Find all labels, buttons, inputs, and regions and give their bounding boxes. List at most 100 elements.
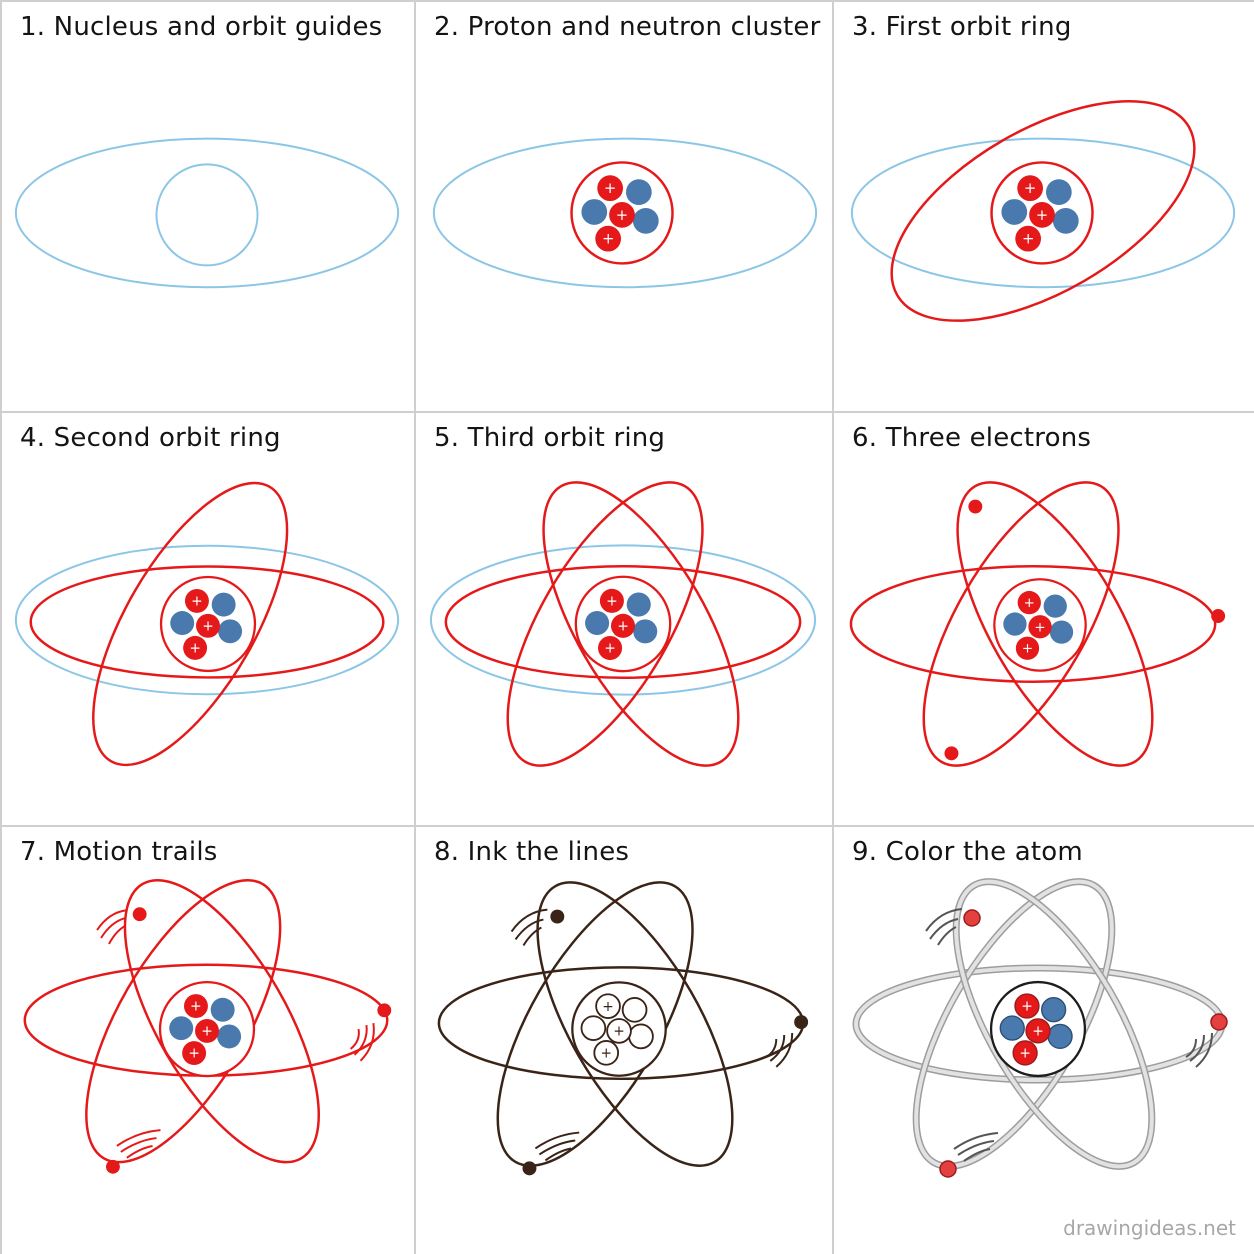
electron (939, 1160, 957, 1178)
proton (182, 1041, 207, 1066)
step-title: 7. Motion trails (20, 837, 218, 867)
neutron (1043, 594, 1067, 618)
orbit-guide (14, 544, 400, 696)
electron (105, 1159, 120, 1174)
motion-trail (96, 909, 127, 945)
proton (609, 202, 635, 228)
proton (1012, 1040, 1038, 1066)
neutron (217, 1024, 242, 1049)
proton-sign: + (1024, 596, 1035, 611)
proton-sign: + (604, 179, 616, 197)
proton-sign: + (617, 618, 629, 634)
orbit-ring-2 (444, 565, 802, 679)
proton (595, 993, 621, 1019)
nucleus: + + + (990, 161, 1094, 265)
step-panel-9: 9. Color the atom (834, 827, 1254, 1254)
nucleus: + + + (158, 980, 256, 1078)
proton (183, 994, 208, 1019)
neutron (580, 1015, 607, 1041)
neutron (632, 207, 659, 234)
step-6-drawing: + + + (849, 481, 1226, 767)
step-title: 9. Color the atom (852, 837, 1083, 867)
proton-sign: + (604, 641, 616, 657)
step-panel-3: 3. First orbit ring + + + (834, 0, 1254, 413)
nucleus: + + + (571, 981, 667, 1077)
proton-sign: + (1022, 230, 1034, 248)
neutron (169, 1016, 194, 1041)
orbit-ring-3 (956, 481, 1154, 767)
electron (550, 909, 565, 924)
proton-sign: + (1024, 179, 1036, 197)
proton (597, 175, 624, 202)
proton-sign: + (188, 1046, 200, 1062)
orbit-ring-1 (890, 100, 1196, 322)
neutron (1003, 612, 1027, 636)
neutron (628, 1023, 654, 1050)
neutron (581, 199, 608, 225)
orbit-ring-3 (536, 881, 734, 1167)
proton-sign: + (613, 1023, 625, 1039)
proton (195, 1018, 219, 1043)
proton (184, 588, 209, 613)
proton-sign: + (1021, 999, 1033, 1015)
step-panel-7: 7. Motion trails (0, 827, 416, 1254)
nucleus: + + + (570, 161, 674, 265)
proton-sign: + (1032, 1023, 1044, 1039)
neutron (211, 592, 236, 617)
neutron (1047, 1023, 1073, 1050)
proton (1017, 175, 1044, 202)
electron (968, 499, 983, 514)
electron (944, 746, 959, 761)
neutron (585, 611, 610, 636)
proton (1014, 993, 1040, 1019)
electron (1211, 609, 1226, 623)
neutron (1001, 199, 1028, 225)
neutron (1049, 620, 1074, 644)
step-9-drawing: + + + (852, 878, 1228, 1178)
nucleus: + + + (993, 578, 1087, 672)
step-panel-4: 4. Second orbit ring + + + (0, 413, 416, 827)
electron (1210, 1013, 1228, 1031)
nucleus: + + + (989, 980, 1087, 1078)
orbit-guide (429, 544, 817, 696)
orbit-ring-2 (29, 565, 385, 679)
orbit-ring-1 (922, 481, 1120, 767)
neutron (633, 619, 658, 644)
proton (1025, 1018, 1051, 1044)
electron (963, 909, 981, 927)
motion-trail (765, 1033, 794, 1068)
proton-sign: + (1019, 1046, 1031, 1062)
proton-sign: + (202, 618, 214, 634)
step-title: 6. Three electrons (852, 423, 1092, 453)
step-7-drawing: + + + (23, 878, 392, 1174)
electron (522, 1161, 537, 1176)
proton (196, 613, 220, 638)
step-title: 1. Nucleus and orbit guides (20, 12, 383, 42)
proton (1015, 225, 1042, 252)
neutron (1052, 207, 1079, 234)
proton-sign: + (191, 594, 203, 610)
proton-sign: + (1036, 206, 1048, 224)
proton-sign: + (600, 1045, 612, 1061)
orbit-ring-1 (506, 481, 704, 767)
motion-trail (1185, 1032, 1213, 1068)
neutron (218, 619, 243, 644)
proton-sign: + (189, 641, 201, 657)
neutron (625, 179, 652, 206)
step-title: 8. Ink the lines (434, 837, 630, 867)
step-panel-2: 2. Proton and neutron cluster + + + (416, 0, 834, 413)
motion-trail (510, 908, 548, 946)
motion-trail (534, 1131, 580, 1162)
neutron (626, 592, 651, 617)
nucleus: + + + (574, 575, 672, 673)
orbit-ring-1 (92, 481, 289, 767)
motion-trail (116, 1129, 161, 1159)
motion-trail (953, 1132, 999, 1162)
proton-sign: + (1034, 620, 1045, 635)
proton (598, 636, 623, 661)
neutron (999, 1015, 1025, 1041)
electron (794, 1015, 809, 1030)
step-2-drawing: + + + (432, 137, 818, 289)
neutron (1040, 997, 1067, 1023)
